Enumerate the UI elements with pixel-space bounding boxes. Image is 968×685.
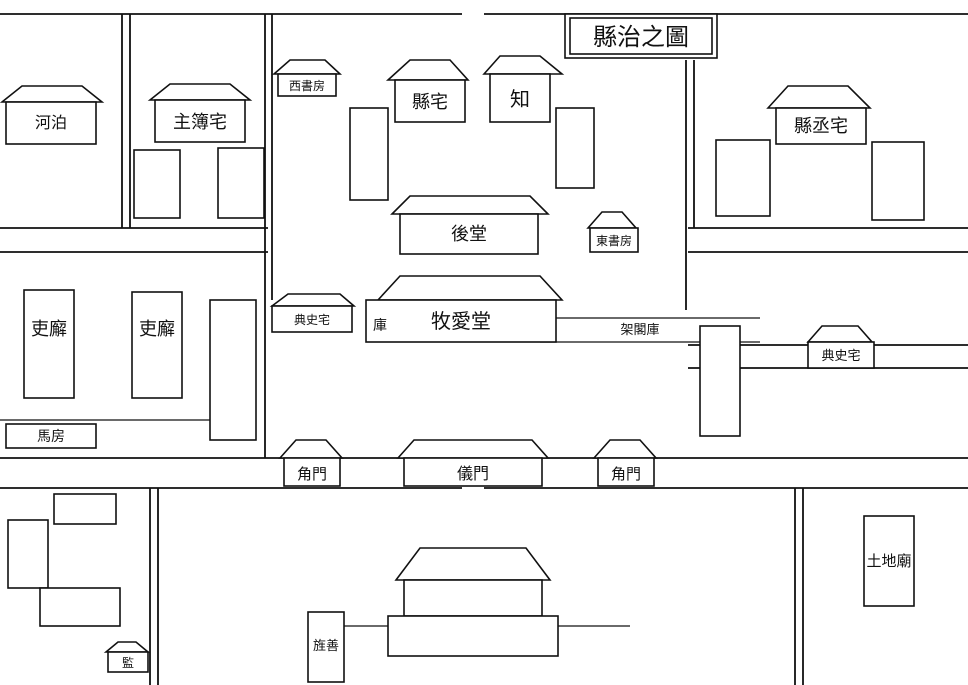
commendation-pavilion: 旌善 xyxy=(307,611,345,683)
storehouse: 庫 xyxy=(373,317,387,334)
svg-text:牧愛堂: 牧愛堂 xyxy=(431,309,491,333)
earth-shrine: 土地廟 xyxy=(863,515,915,607)
love-people-hall: 牧愛堂 xyxy=(365,275,564,343)
clerk-office-right: 吏廨 xyxy=(131,291,183,399)
rear-hall: 後堂 xyxy=(390,195,550,255)
svg-text:西書房: 西書房 xyxy=(289,78,325,93)
svg-text:土地廟: 土地廟 xyxy=(866,552,911,570)
svg-text:架閣庫: 架閣庫 xyxy=(620,323,659,338)
side-gate-right: 角門 xyxy=(592,439,658,487)
county-residence: 縣宅 xyxy=(385,59,470,123)
dian-shi-residence: 典史宅 xyxy=(806,325,875,369)
magistrate-residence: 知 xyxy=(482,55,565,123)
registrar-residence: 主簿宅 xyxy=(147,83,253,143)
dian-shi-office: 典史宅 xyxy=(269,293,357,333)
armory: 架閣庫 xyxy=(620,323,659,338)
main-gate-tower xyxy=(320,547,630,657)
svg-text:河泊: 河泊 xyxy=(35,113,67,132)
svg-text:角門: 角門 xyxy=(297,465,327,483)
svg-text:典史宅: 典史宅 xyxy=(821,349,860,364)
svg-text:縣丞宅: 縣丞宅 xyxy=(794,116,848,137)
east-study: 東書房 xyxy=(586,211,639,253)
river-works-building: 河泊 xyxy=(0,85,105,145)
svg-text:東書房: 東書房 xyxy=(596,233,632,248)
svg-text:監: 監 xyxy=(122,655,134,670)
svg-text:後堂: 後堂 xyxy=(451,224,487,245)
svg-text:角門: 角門 xyxy=(611,465,641,483)
decorative-side-buildings xyxy=(7,107,925,627)
svg-text:吏廨: 吏廨 xyxy=(139,319,175,340)
west-study: 西書房 xyxy=(271,59,343,97)
stable: 馬房 xyxy=(5,423,97,449)
svg-text:庫: 庫 xyxy=(373,317,387,334)
svg-text:馬房: 馬房 xyxy=(37,429,65,445)
ceremonial-gate: 儀門 xyxy=(396,439,550,487)
clerk-office-left: 吏廨 xyxy=(23,289,75,399)
svg-text:旌善: 旌善 xyxy=(313,638,339,654)
side-gate-left: 角門 xyxy=(278,439,344,487)
vice-magistrate-residence: 縣丞宅 xyxy=(766,85,872,145)
svg-text:吏廨: 吏廨 xyxy=(31,319,67,340)
svg-text:儀門: 儀門 xyxy=(457,464,489,483)
map-title: 縣治之圖 xyxy=(564,13,718,59)
jail: 監 xyxy=(103,641,151,673)
svg-text:縣宅: 縣宅 xyxy=(412,92,448,113)
svg-text:典史宅: 典史宅 xyxy=(294,312,330,327)
svg-text:主簿宅: 主簿宅 xyxy=(173,112,227,133)
title-text: 縣治之圖 xyxy=(593,23,689,51)
svg-text:知: 知 xyxy=(510,87,530,111)
